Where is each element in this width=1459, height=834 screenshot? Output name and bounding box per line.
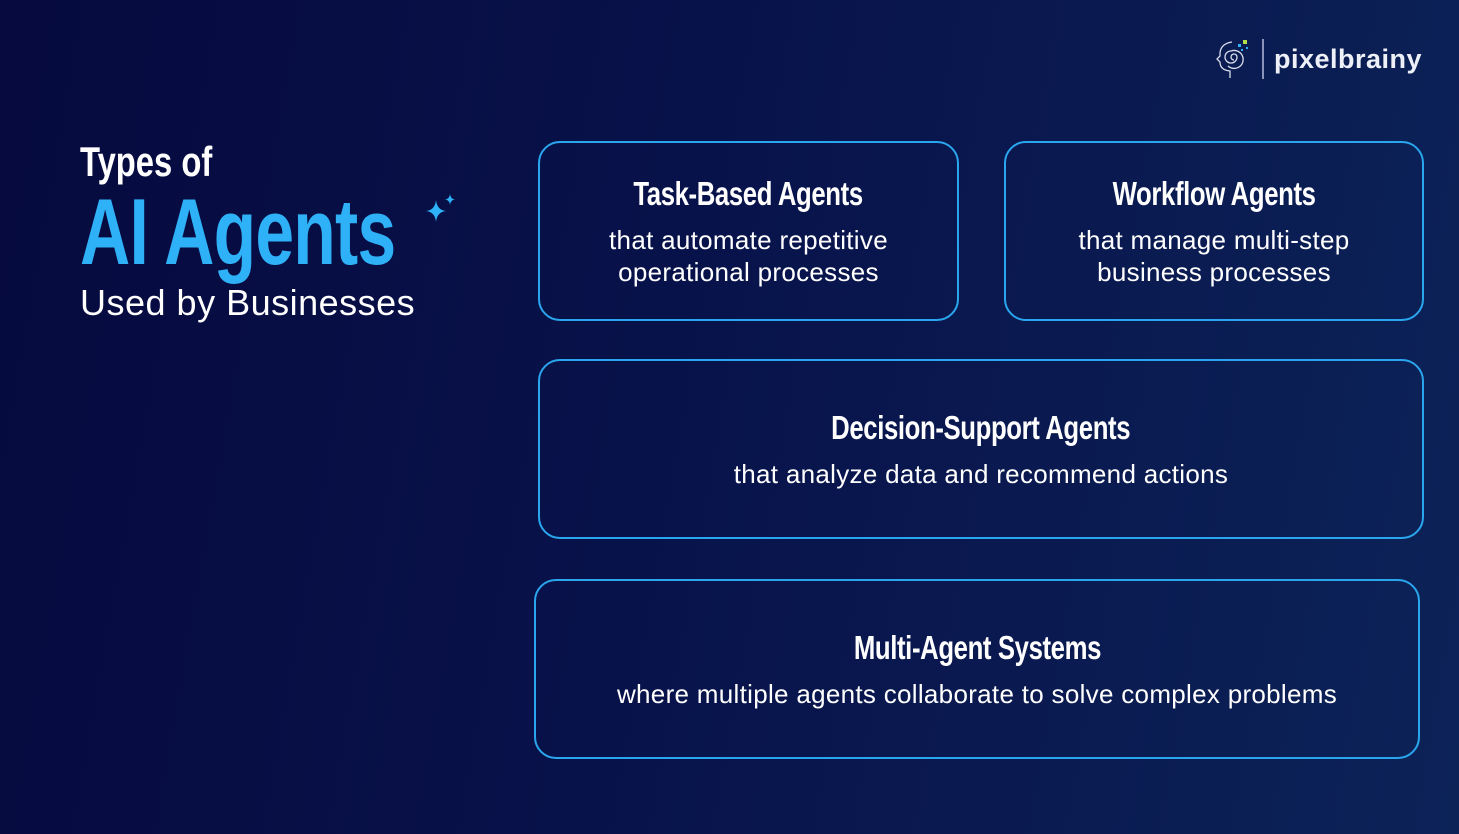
card-title: Multi-Agent Systems bbox=[853, 629, 1101, 666]
card-decision-support-agents: Decision-Support Agents that analyze dat… bbox=[538, 359, 1424, 539]
card-title: Workflow Agents bbox=[1112, 175, 1316, 212]
title-line2: AI Agents bbox=[80, 179, 396, 284]
card-description: that manage multi-step business processe… bbox=[1078, 225, 1350, 287]
brain-head-icon bbox=[1216, 40, 1248, 78]
card-workflow-agents: Workflow Agents that manage multi-step b… bbox=[1004, 141, 1424, 321]
card-description: that automate repetitive operational pro… bbox=[609, 225, 888, 287]
sparkle-icon bbox=[426, 194, 455, 222]
card-description: where multiple agents collaborate to sol… bbox=[616, 679, 1338, 709]
title-line3: Used by Businesses bbox=[80, 282, 416, 323]
brand-name: pixelbrainy bbox=[1274, 43, 1423, 74]
brand-logo: pixelbrainy bbox=[1216, 38, 1422, 80]
card-description: that analyze data and recommend actions bbox=[733, 459, 1229, 489]
title-line1: Types of bbox=[80, 138, 213, 185]
page-title: Types of AI Agents Used by Businesses bbox=[80, 138, 506, 324]
card-title: Decision-Support Agents bbox=[831, 409, 1131, 446]
card-task-based-agents: Task-Based Agents that automate repetiti… bbox=[538, 141, 959, 321]
card-title: Task-Based Agents bbox=[633, 175, 864, 212]
card-multi-agent-systems: Multi-Agent Systems where multiple agent… bbox=[534, 579, 1420, 759]
logo-divider bbox=[1262, 39, 1264, 79]
